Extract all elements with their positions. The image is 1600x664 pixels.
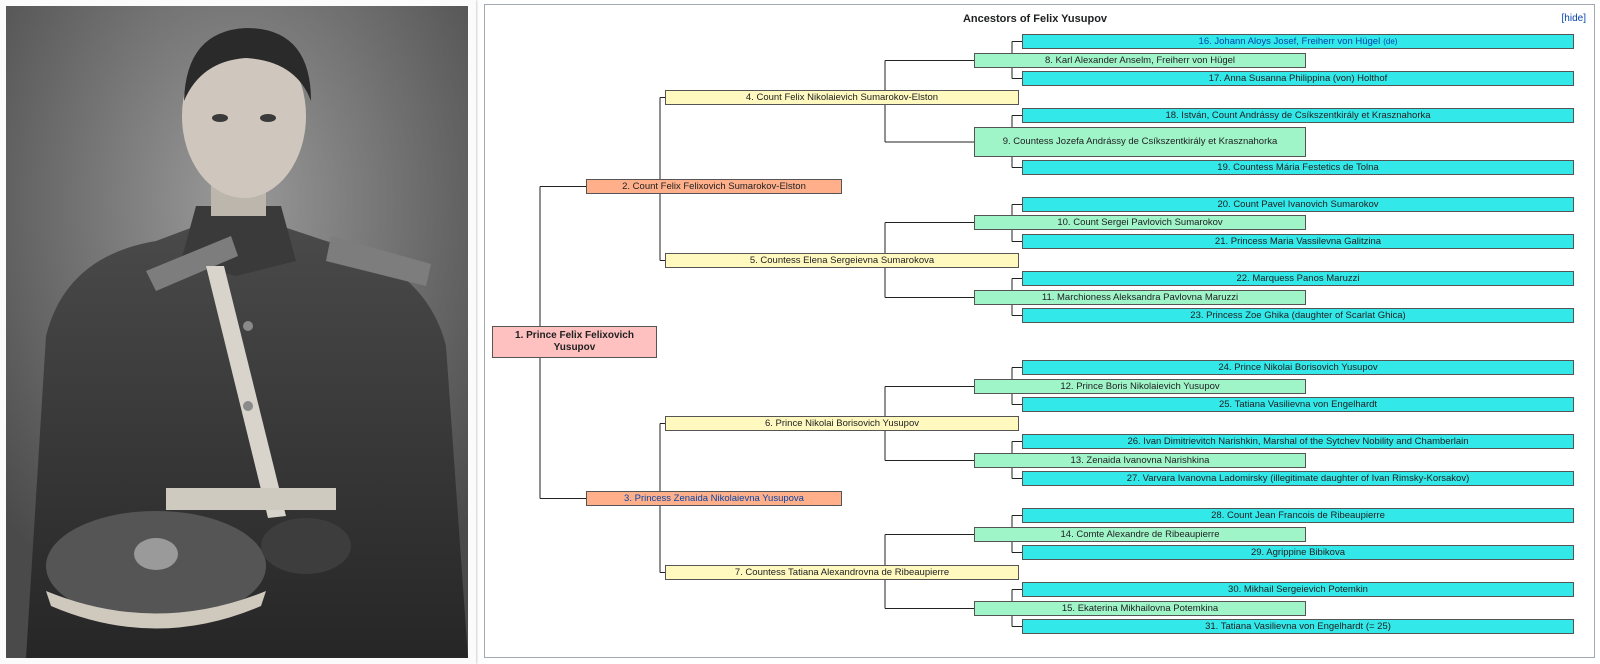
hide-link[interactable]: [hide]	[1561, 13, 1586, 24]
ancestor-node-11[interactable]: 11. Marchioness Aleksandra Pavlovna Maru…	[974, 290, 1306, 305]
ancestor-node-29[interactable]: 29. Agrippine Bibikova	[1022, 545, 1574, 560]
ancestor-node-31[interactable]: 31. Tatiana Vasilievna von Engelhardt (=…	[1022, 619, 1574, 634]
ancestor-node-27[interactable]: 27. Varvara Ivanovna Ladomirsky (illegit…	[1022, 471, 1574, 486]
ancestor-node-2[interactable]: 2. Count Felix Felixovich Sumarokov-Elst…	[586, 179, 842, 194]
ancestor-node-30[interactable]: 30. Mikhail Sergeievich Potemkin	[1022, 582, 1574, 597]
ancestor-node-1: 1. Prince Felix Felixovich Yusupov	[492, 326, 657, 358]
portrait-illustration	[6, 6, 468, 658]
ancestor-node-19[interactable]: 19. Countess Mária Festetics de Tolna	[1022, 160, 1574, 175]
ancestor-node-18[interactable]: 18. István, Count Andrássy de Csíkszentk…	[1022, 108, 1574, 123]
ancestor-node-6[interactable]: 6. Prince Nikolai Borisovich Yusupov	[665, 416, 1019, 431]
ancestor-node-3[interactable]: 3. Princess Zenaida Nikolaievna Yusupova	[586, 491, 842, 506]
ancestor-node-5[interactable]: 5. Countess Elena Sergeievna Sumarokova	[665, 253, 1019, 268]
ancestor-node-8[interactable]: 8. Karl Alexander Anselm, Freiherr von H…	[974, 53, 1306, 68]
portrait-photo	[6, 6, 468, 658]
portrait-photo-frame	[0, 0, 476, 664]
ancestor-node-15[interactable]: 15. Ekaterina Mikhailovna Potemkina	[974, 601, 1306, 616]
ancestor-node-14[interactable]: 14. Comte Alexandre de Ribeaupierre	[974, 527, 1306, 542]
ancestor-node-21[interactable]: 21. Princess Maria Vassilevna Galitzina	[1022, 234, 1574, 249]
ancestor-node-16[interactable]: 16. Johann Aloys Josef, Freiherr von Hüg…	[1022, 34, 1574, 49]
ancestor-node-4[interactable]: 4. Count Felix Nikolaievich Sumarokov-El…	[665, 90, 1019, 105]
ancestor-node-22[interactable]: 22. Marquess Panos Maruzzi	[1022, 271, 1574, 286]
ancestor-node-12[interactable]: 12. Prince Boris Nikolaievich Yusupov	[974, 379, 1306, 394]
ancestor-node-24[interactable]: 24. Prince Nikolai Borisovich Yusupov	[1022, 360, 1574, 375]
ancestor-node-7[interactable]: 7. Countess Tatiana Alexandrovna de Ribe…	[665, 565, 1019, 580]
ancestor-node-10[interactable]: 10. Count Sergei Pavlovich Sumarokov	[974, 215, 1306, 230]
tree-title: Ancestors of Felix Yusupov	[962, 13, 1108, 25]
ancestor-node-20[interactable]: 20. Count Pavel Ivanovich Sumarokov	[1022, 197, 1574, 212]
ancestor-node-26[interactable]: 26. Ivan Dimitrievitch Narishkin, Marsha…	[1022, 434, 1574, 449]
ancestor-node-9[interactable]: 9. Countess Jozefa Andrássy de Csíkszent…	[974, 127, 1306, 157]
ancestor-node-28[interactable]: 28. Count Jean Francois de Ribeaupierre	[1022, 508, 1574, 523]
ancestor-node-23[interactable]: 23. Princess Zoe Ghika (daughter of Scar…	[1022, 308, 1574, 323]
ancestor-node-25[interactable]: 25. Tatiana Vasilievna von Engelhardt	[1022, 397, 1574, 412]
ancestor-node-17[interactable]: 17. Anna Susanna Philippina (von) Holtho…	[1022, 71, 1574, 86]
german-wiki-link[interactable]: (de)	[1383, 36, 1398, 46]
ancestor-node-13[interactable]: 13. Zenaida Ivanovna Narishkina	[974, 453, 1306, 468]
